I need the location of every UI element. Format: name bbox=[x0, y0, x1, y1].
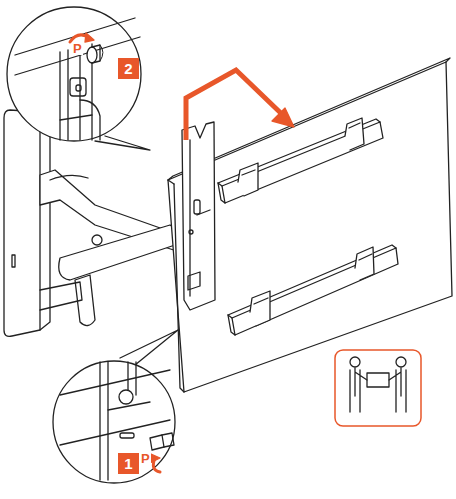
step-number: 1 bbox=[118, 453, 139, 474]
step-number: 2 bbox=[118, 58, 139, 79]
push-label: P bbox=[72, 42, 83, 55]
push-label: P bbox=[140, 452, 151, 465]
